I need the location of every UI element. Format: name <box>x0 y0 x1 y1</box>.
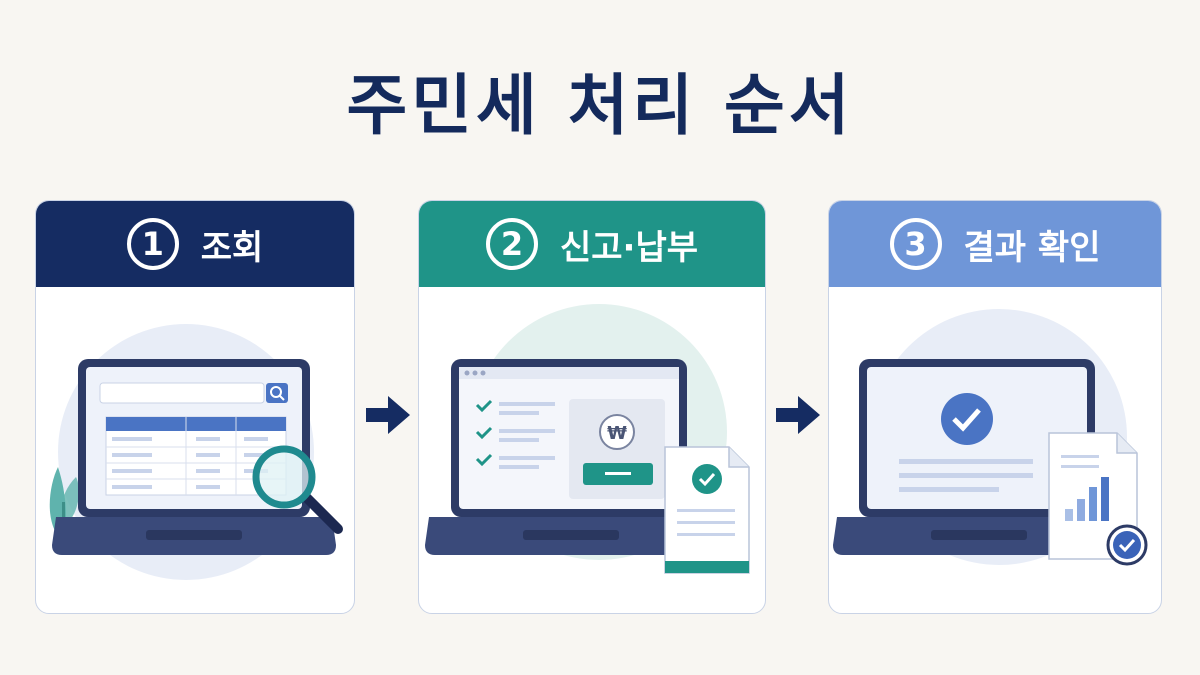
arrow-right-icon <box>776 396 820 434</box>
step-card-lookup: 1 조회 <box>35 200 355 614</box>
step-label: 신고·납부 <box>559 227 699 268</box>
step-card-report-pay: 2 신고·납부 ₩ <box>418 200 766 614</box>
magnifier-icon <box>252 445 343 534</box>
arrow-right-icon <box>366 396 410 434</box>
step-card-result: 3 결과 확인 <box>828 200 1162 614</box>
checklist <box>475 399 493 467</box>
step-label: 결과 확인 <box>963 227 1101 268</box>
step-number-badge: 3 <box>889 218 942 270</box>
report-chart-icon <box>1048 432 1148 566</box>
check-circle-icon <box>941 393 993 445</box>
step-header: 1 조회 <box>36 201 354 287</box>
laptop-search-illustration <box>49 324 343 580</box>
won-coin-icon <box>599 414 635 450</box>
laptop-result-illustration <box>833 309 1148 566</box>
page-title: 주민세 처리 순서 <box>346 67 854 144</box>
step-number-badge: 2 <box>485 218 538 270</box>
search-icon <box>266 383 288 403</box>
step-header: 2 신고·납부 <box>419 201 765 287</box>
svg-text:₩: ₩ <box>607 423 627 444</box>
laptop-payment-illustration: ₩ <box>425 304 750 574</box>
step-label: 조회 <box>200 227 264 268</box>
step-header: 3 결과 확인 <box>829 201 1161 287</box>
document-check-icon <box>664 446 750 574</box>
step-number-badge: 1 <box>126 218 179 270</box>
